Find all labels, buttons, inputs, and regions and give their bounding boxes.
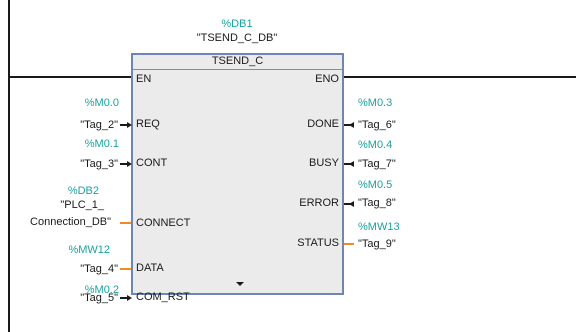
left-power-rail (8, 0, 10, 332)
done-tag[interactable]: "Tag_6" (358, 119, 396, 131)
pin-connect: CONNECT (136, 217, 191, 229)
status-address: %MW13 (358, 221, 400, 233)
busy-tag[interactable]: "Tag_7" (358, 158, 396, 170)
pin-data: DATA (136, 262, 164, 274)
pin-req: REQ (136, 118, 160, 130)
com-rst-arrow-icon (127, 295, 132, 301)
req-address: %M0.0 (84, 97, 119, 109)
cont-address: %M0.1 (84, 138, 119, 150)
cont-arrow-icon (127, 161, 132, 167)
error-address: %M0.5 (358, 179, 393, 191)
req-tag[interactable]: "Tag_2" (80, 119, 118, 131)
block-type-title: TSEND_C (133, 55, 342, 70)
data-address: %MW12 (68, 244, 110, 256)
done-address: %M0.3 (358, 97, 393, 109)
connect-tag-line1[interactable]: "PLC_1_ (60, 199, 104, 211)
instance-db-name: "TSEND_C_DB" (196, 32, 278, 44)
connect-tag-line2[interactable]: Connection_DB" (30, 216, 111, 228)
connect-address: %DB2 (67, 185, 99, 197)
error-wire (344, 203, 352, 205)
chevron-down-icon[interactable] (236, 282, 244, 286)
data-wire (120, 268, 131, 270)
busy-wire (344, 163, 352, 165)
status-tag[interactable]: "Tag_9" (358, 238, 396, 250)
pin-status: STATUS (297, 237, 339, 249)
power-flow-wire-in (10, 76, 131, 78)
data-tag[interactable]: "Tag_4" (80, 263, 118, 275)
error-tag[interactable]: "Tag_8" (358, 197, 396, 209)
instance-db-address: %DB1 (221, 18, 253, 30)
pin-error: ERROR (299, 197, 339, 209)
req-wire (120, 124, 128, 126)
cont-tag[interactable]: "Tag_3" (80, 158, 118, 170)
com-rst-address: %M0.2 (84, 284, 119, 296)
pin-done: DONE (307, 118, 339, 130)
status-wire (344, 243, 354, 245)
tsend-c-block[interactable]: TSEND_C EN ENO REQ CONT CONNECT DATA COM… (131, 53, 344, 303)
pin-com-rst: COM_RST (136, 291, 190, 303)
com-rst-tag[interactable]: "Tag_5" (80, 292, 118, 304)
done-wire (344, 124, 352, 126)
com-rst-wire (120, 297, 128, 299)
req-arrow-icon (127, 122, 132, 128)
pin-busy: BUSY (309, 157, 339, 169)
pin-eno: ENO (315, 73, 339, 85)
connect-wire (120, 222, 131, 224)
pin-en: EN (136, 73, 152, 85)
pin-cont: CONT (136, 157, 168, 169)
power-flow-wire-out (344, 76, 576, 78)
cont-wire (120, 163, 128, 165)
busy-address: %M0.4 (358, 139, 393, 151)
